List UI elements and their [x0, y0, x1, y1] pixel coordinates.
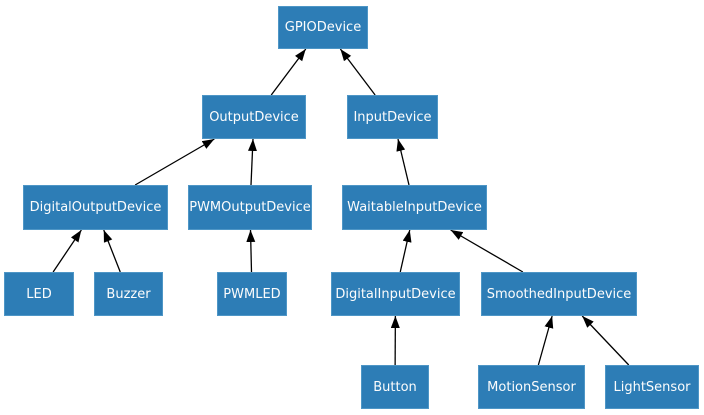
inheritance-arrow-inputdevice-to-gpiodevice	[339, 48, 376, 96]
class-node-pwmoutputdevice[interactable]: PWMOutputDevice	[188, 185, 312, 230]
class-node-gpiodevice[interactable]: GPIODevice	[278, 6, 368, 49]
inheritance-arrow-pwmoutputdevice-to-outputdevice	[247, 138, 257, 186]
class-node-digitalinputdevice[interactable]: DigitalInputDevice	[331, 272, 460, 316]
class-node-lightsensor[interactable]: LightSensor	[605, 365, 699, 409]
inheritance-arrow-outputdevice-to-gpiodevice	[270, 48, 307, 96]
inheritance-arrow-led-to-digitaloutputdevice	[52, 229, 82, 273]
class-node-digitaloutputdevice[interactable]: DigitalOutputDevice	[23, 185, 168, 230]
class-node-smoothedinputdevice[interactable]: SmoothedInputDevice	[481, 272, 637, 316]
class-node-led[interactable]: LED	[4, 272, 74, 316]
class-node-buzzer[interactable]: Buzzer	[94, 272, 163, 316]
class-node-waitableinputdevice[interactable]: WaitableInputDevice	[342, 185, 487, 230]
inheritance-arrow-digitaloutputdevice-to-outputdevice	[134, 138, 215, 186]
inheritance-arrow-motionsensor-to-smoothedinputdevice	[537, 315, 554, 366]
inheritance-arrow-smoothedinputdevice-to-waitableinputdevice	[450, 229, 524, 273]
class-node-inputdevice[interactable]: InputDevice	[347, 95, 438, 139]
class-node-button[interactable]: Button	[361, 365, 429, 409]
inheritance-arrow-buzzer-to-digitaloutputdevice	[103, 229, 121, 273]
inheritance-arrow-waitableinputdevice-to-inputdevice	[396, 138, 410, 186]
class-node-pwmled[interactable]: PWMLED	[217, 272, 287, 316]
class-node-motionsensor[interactable]: MotionSensor	[478, 365, 585, 409]
inheritance-arrow-digitalinputdevice-to-waitableinputdevice	[399, 229, 412, 273]
class-node-outputdevice[interactable]: OutputDevice	[202, 95, 306, 139]
inheritance-arrow-lightsensor-to-smoothedinputdevice	[581, 315, 630, 366]
inheritance-arrow-pwmled-to-pwmoutputdevice	[246, 229, 256, 273]
